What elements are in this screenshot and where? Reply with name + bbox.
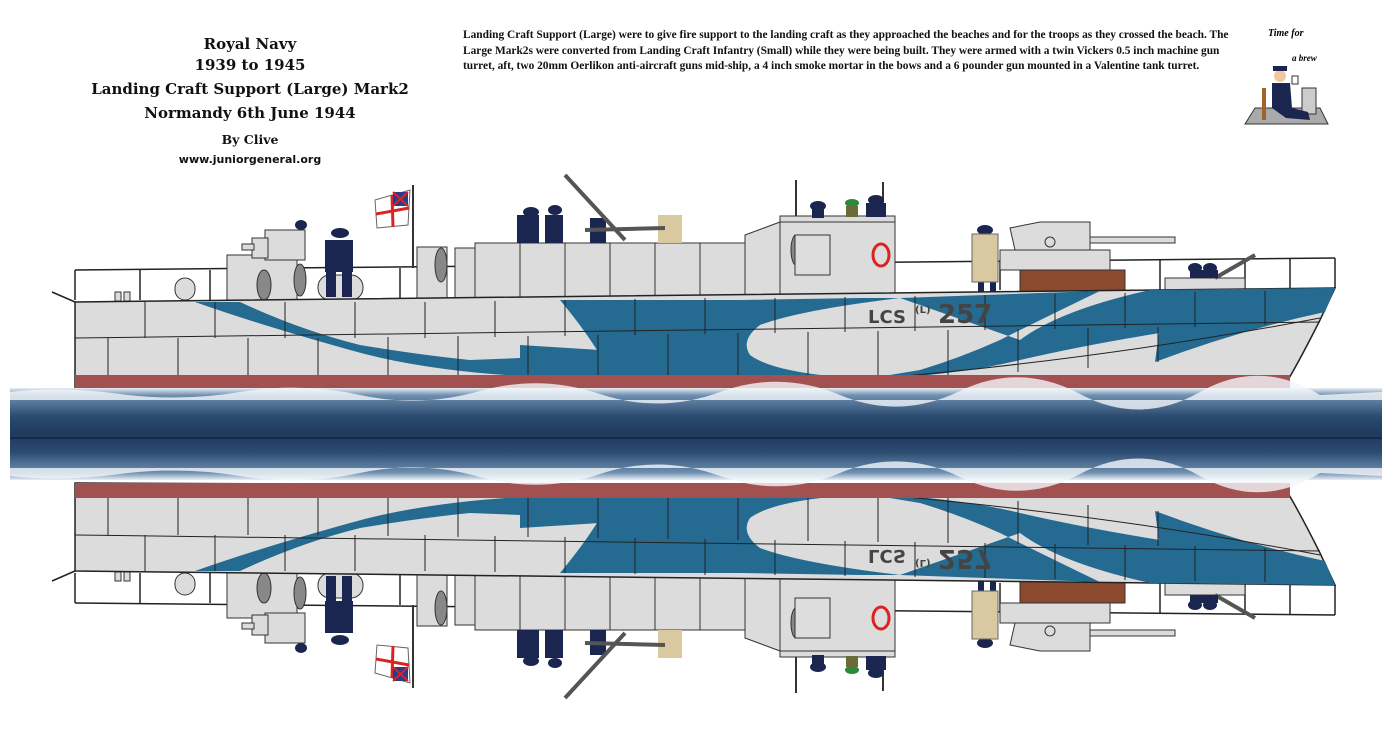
ship-side-view: LCS (L) 257: [51, 173, 1337, 391]
brew-caption-2: a brew: [1292, 53, 1317, 63]
smoke-mortar: [1214, 253, 1256, 280]
title-block: Royal Navy 1939 to 1945 Landing Craft Su…: [80, 34, 420, 166]
title-navy: Royal Navy: [203, 35, 297, 53]
sea-waterline-band: [10, 375, 1382, 493]
camouflage-pattern: [195, 288, 1335, 382]
valentine-tank-turret: [999, 221, 1176, 271]
sailor-drinking-tea-icon: [1244, 66, 1329, 125]
author-credit: By Clive: [221, 132, 279, 147]
midship-superstructure: [454, 215, 896, 301]
title-vessel: Landing Craft Support (Large) Mark2: [91, 80, 409, 98]
hull-number: 257: [938, 300, 992, 330]
title-years: 1939 to 1945: [194, 56, 306, 74]
time-for-a-brew-icon: Time for a brew: [1240, 28, 1335, 128]
hull-class: (L): [915, 305, 931, 316]
hull-prefix: LCS: [868, 307, 906, 328]
website-link[interactable]: www.juniorgeneral.org: [178, 153, 322, 166]
brew-caption-1: Time for: [1268, 28, 1304, 39]
description-text: Landing Craft Support (Large) were to gi…: [463, 29, 1229, 72]
boot-topping: [75, 375, 1290, 390]
title-operation: Normandy 6th June 1944: [144, 104, 356, 122]
lifebuoy: [871, 242, 891, 268]
vickers-turret-aft: [114, 229, 307, 302]
white-ensign-flag: [374, 189, 411, 229]
ammunition-crates: [1019, 269, 1126, 293]
crew-figures: [295, 173, 1218, 297]
ship-side-view-mirrored: [50, 481, 1337, 700]
